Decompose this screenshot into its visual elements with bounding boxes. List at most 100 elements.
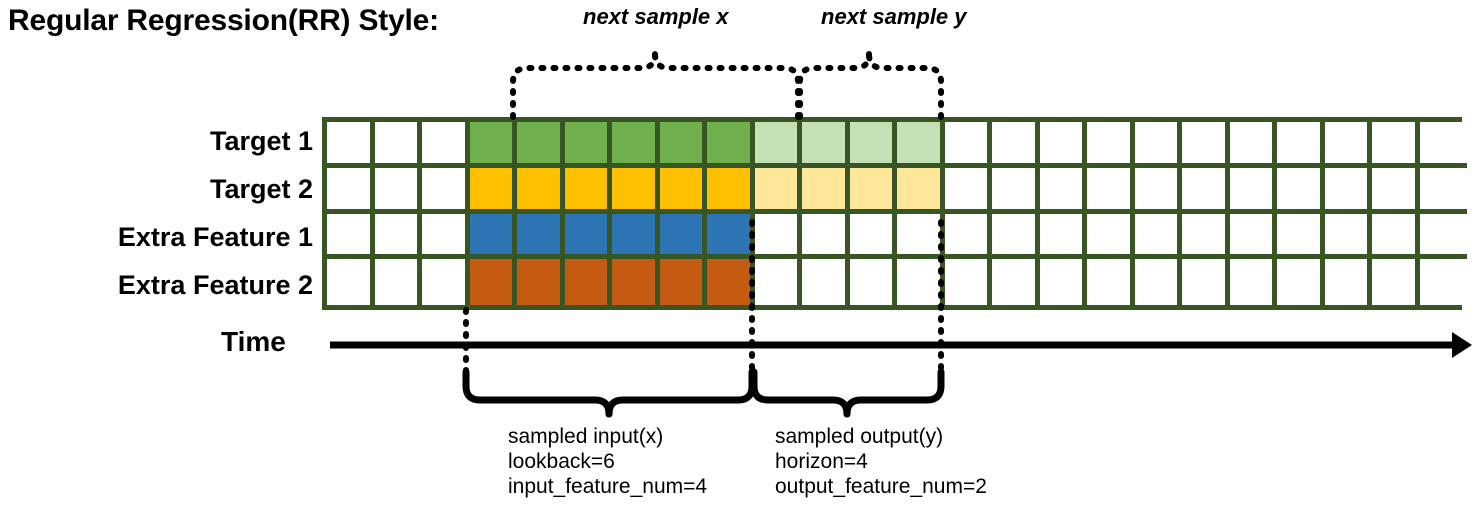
grid-cell-blank — [1324, 167, 1372, 214]
page-title: Regular Regression(RR) Style: — [8, 4, 439, 37]
grid-cell-input — [659, 167, 707, 214]
grid-cell-blank — [1277, 213, 1325, 260]
grid-cell-blank — [1372, 122, 1420, 168]
grid-cell-blank — [992, 122, 1040, 168]
grid-cell-blank — [1039, 213, 1087, 260]
grid-cell-blank — [422, 213, 470, 260]
grid-cell-blank — [1324, 213, 1372, 260]
grid-cell-blank — [374, 259, 422, 305]
grid-cell-blank — [754, 213, 802, 260]
grid-cell-blank — [992, 167, 1040, 214]
grid-cell-blank — [1087, 213, 1135, 260]
grid-cell-input — [469, 167, 517, 214]
timeline-grid — [322, 117, 1467, 310]
row-label-target-2: Target 2 — [209, 174, 313, 204]
bottom-note-output-title: sampled output(y) — [775, 425, 944, 448]
grid-cell-blank — [944, 122, 992, 168]
grid-cell-blank — [897, 259, 945, 305]
grid-cell-input — [707, 167, 755, 214]
grid-cell-blank — [1277, 122, 1325, 168]
time-axis-arrowhead — [1452, 332, 1472, 358]
bottom-note-input-param1: lookback=6 — [508, 450, 615, 473]
grid-cell-blank — [849, 259, 897, 305]
grid-cell-input — [707, 259, 755, 305]
grid-cell-blank — [1134, 259, 1182, 305]
grid-cell-blank — [1419, 259, 1467, 305]
grid-cell-input — [517, 259, 565, 305]
grid-cell-input — [612, 259, 660, 305]
grid-cell-blank — [992, 213, 1040, 260]
bottom-note-output-param1: horizon=4 — [775, 450, 868, 473]
grid-cell-blank — [1372, 167, 1420, 214]
bottom-brace-sampled-output — [750, 368, 945, 418]
grid-cell-blank — [1229, 122, 1277, 168]
bottom-note-output-param2: output_feature_num=2 — [775, 475, 987, 498]
grid-cell-input — [707, 213, 755, 260]
grid-cell-blank — [374, 122, 422, 168]
grid-cell-blank — [1134, 122, 1182, 168]
grid-cell-blank — [1419, 213, 1467, 260]
grid-cell-output — [754, 167, 802, 214]
grid-cell-blank — [1039, 167, 1087, 214]
grid-cell-blank — [327, 122, 375, 168]
grid-cell-input — [612, 167, 660, 214]
bottom-note-sampled-output: sampled output(y) horizon=4 output_featu… — [775, 424, 987, 499]
grid-cell-blank — [1277, 259, 1325, 305]
top-brace-next-sample-x — [510, 51, 801, 120]
grid-cell-blank — [422, 259, 470, 305]
grid-cell-blank — [1087, 167, 1135, 214]
grid-cell-input — [469, 213, 517, 260]
grid-cell-blank — [1039, 259, 1087, 305]
grid-row — [327, 122, 1467, 168]
grid-cell-blank — [944, 213, 992, 260]
grid-cell-input — [517, 213, 565, 260]
grid-cell-blank — [1182, 167, 1230, 214]
grid-cell-blank — [1324, 122, 1372, 168]
grid-row — [327, 259, 1467, 305]
top-brace-label-next-sample-x: next sample x — [583, 4, 729, 29]
grid-cell-output — [802, 122, 850, 168]
grid-cell-blank — [374, 213, 422, 260]
bottom-brace-sampled-input — [462, 368, 756, 418]
grid-cell-blank — [1134, 167, 1182, 214]
grid-cell-output — [897, 122, 945, 168]
grid-cell-input — [517, 167, 565, 214]
grid-cell-blank — [944, 167, 992, 214]
grid-cell-blank — [1087, 122, 1135, 168]
bottom-note-input-title: sampled input(x) — [508, 425, 664, 448]
grid-cell-blank — [897, 213, 945, 260]
grid-cell-blank — [944, 259, 992, 305]
grid-cell-blank — [1419, 167, 1467, 214]
grid-cell-output — [849, 122, 897, 168]
bottom-note-input-param2: input_feature_num=4 — [508, 475, 708, 498]
grid-cell-blank — [1229, 167, 1277, 214]
grid-cell-blank — [992, 259, 1040, 305]
grid-cell-blank — [754, 259, 802, 305]
grid-cell-input — [659, 122, 707, 168]
grid-cell-blank — [422, 167, 470, 214]
grid-cell-input — [612, 122, 660, 168]
grid-cell-input — [612, 213, 660, 260]
top-brace-label-next-sample-y: next sample y — [821, 4, 967, 29]
grid-cell-input — [469, 122, 517, 168]
grid-cell-input — [707, 122, 755, 168]
row-label-extra-feature-2: Extra Feature 2 — [117, 270, 313, 300]
grid-cell-blank — [1134, 213, 1182, 260]
grid-cell-output — [897, 167, 945, 214]
grid-cell-input — [564, 167, 612, 214]
grid-cell-input — [564, 122, 612, 168]
top-brace-next-sample-y — [797, 51, 944, 120]
grid-cell-input — [517, 122, 565, 168]
grid-cell-input — [659, 213, 707, 260]
time-axis-label: Time — [221, 326, 286, 357]
grid-cell-blank — [1087, 259, 1135, 305]
grid-cell-blank — [327, 167, 375, 214]
grid-cell-output — [849, 167, 897, 214]
grid-cell-input — [469, 259, 517, 305]
grid-cell-blank — [1229, 259, 1277, 305]
grid-cell-blank — [374, 167, 422, 214]
grid-row — [327, 167, 1467, 214]
grid-cell-blank — [327, 259, 375, 305]
grid-cell-blank — [802, 259, 850, 305]
grid-cell-blank — [422, 122, 470, 168]
